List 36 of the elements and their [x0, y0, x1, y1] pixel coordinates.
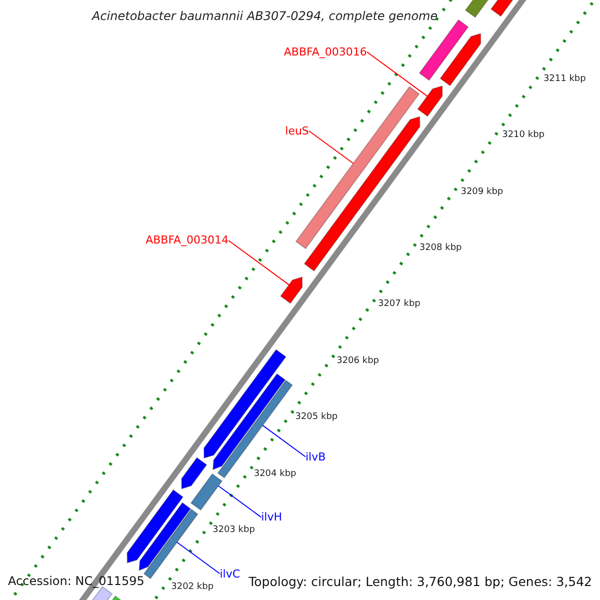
gene-label: ABBFA_003014	[146, 234, 229, 248]
gene-feature	[417, 85, 443, 117]
scale-label: 3203 kbp	[212, 525, 255, 536]
scale-label: 3207 kbp	[378, 299, 420, 310]
scale-label: 3210 kbp	[502, 130, 544, 141]
scale-label: 3205 kbp	[295, 412, 338, 424]
leader-line	[308, 130, 354, 164]
scale-label: 3204 kbp	[254, 468, 296, 480]
leader-line	[176, 542, 220, 574]
gene-feature	[464, 0, 489, 18]
diagram-title: Acinetobacter baumannii AB307-0294, complete genome	[92, 9, 438, 24]
gene-feature	[440, 32, 482, 86]
gene-feature	[143, 508, 198, 580]
gene-label: ilvC	[220, 567, 240, 580]
gene-feature	[138, 502, 192, 572]
scale-label: 3209 kbp	[460, 186, 504, 198]
gene-label: ilvH	[261, 510, 282, 524]
gene-label: leuS	[285, 124, 309, 138]
gene-label: ilvB	[305, 450, 326, 464]
scale-label: 3206 kbp	[336, 356, 380, 367]
gene-feature	[181, 457, 208, 490]
gene-feature	[280, 276, 303, 304]
gene-feature	[126, 489, 184, 564]
genome-info-text: Topology: circular; Length: 3,760,981 bp; Genes: 3,542	[248, 574, 592, 589]
leader-line	[262, 424, 306, 458]
accession-text: Accession: NC_011595	[8, 574, 144, 588]
leader-line	[228, 240, 290, 286]
leader-line	[366, 51, 428, 97]
gene-feature	[190, 473, 223, 511]
scale-label: 3208 kbp	[419, 243, 462, 254]
leader-line	[218, 485, 262, 518]
scale-label: 3202 kbp	[171, 582, 214, 592]
scale-label: 3211 kbp	[543, 74, 586, 85]
gene-feature	[204, 349, 286, 459]
gene-feature	[212, 373, 286, 470]
gene-label: ABBFA_003016	[284, 45, 367, 58]
